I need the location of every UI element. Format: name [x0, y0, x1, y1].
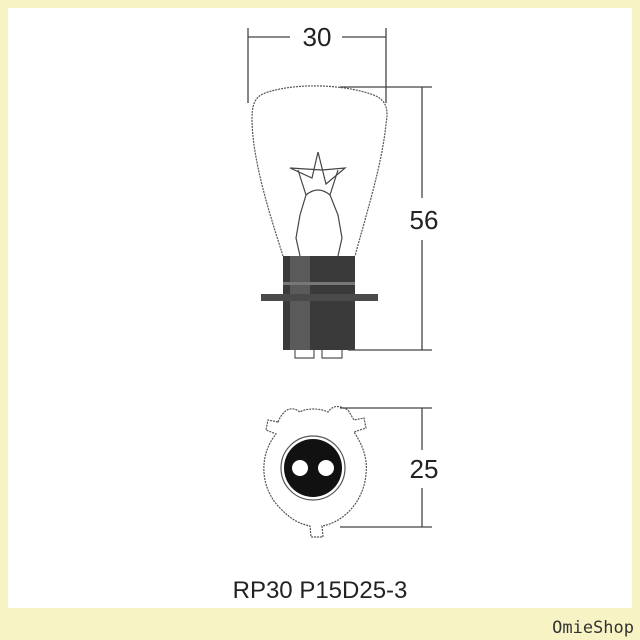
bulb-base	[261, 256, 378, 359]
filament-icon	[289, 151, 347, 257]
base-width-label: 25	[410, 454, 439, 484]
pin-hole-icon	[292, 460, 308, 476]
height-dimension	[340, 86, 432, 351]
bulb-model-caption: RP30 P15D25-3	[233, 577, 408, 604]
height-label: 56	[410, 205, 439, 235]
base-end-view	[263, 405, 367, 538]
watermark: OmieShop	[552, 618, 634, 638]
width-label: 30	[303, 22, 332, 52]
width-dimension	[247, 28, 387, 103]
pin-hole-icon	[318, 460, 334, 476]
bulb-glass	[251, 85, 388, 257]
base-width-dimension	[340, 407, 432, 528]
